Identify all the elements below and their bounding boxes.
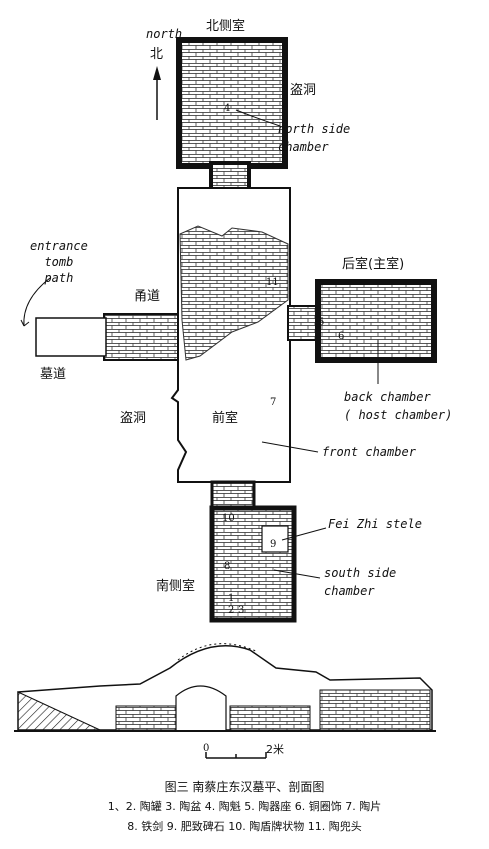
item-number-11: 11 <box>266 277 279 288</box>
item-number-8: 8 <box>224 561 231 572</box>
figure-legend-line-1: 1、2. 陶罐 3. 陶盆 4. 陶魁 5. 陶器座 6. 铜圈饰 7. 陶片 <box>107 800 382 813</box>
north-side-chamber-label-en: north side chamber <box>278 122 351 154</box>
figure-caption-title: 图三 南蔡庄东汉墓平、剖面图 <box>164 780 325 794</box>
figure-legend-line-2: 8. 铁剑 9. 肥致碑石 10. 陶盾牌状物 11. 陶兜头 <box>127 820 362 833</box>
fei-zhi-stele-label: Fei Zhi stele <box>328 517 422 531</box>
front-chamber-label-en: front chamber <box>322 445 416 459</box>
leader-lines <box>20 109 379 579</box>
north-side-chamber <box>176 37 288 193</box>
item-number-2: 2 <box>228 605 235 616</box>
item-number-7: 7 <box>270 397 277 408</box>
back-chamber-label-cn: 后室(主室) <box>342 257 405 272</box>
tomb-path <box>35 317 107 357</box>
item-number-4: 4 <box>224 103 231 114</box>
fei-zhi-stele-slab <box>261 525 289 553</box>
entrance-label-en: entrance tomb path <box>30 239 88 286</box>
item-number-10: 10 <box>222 513 235 524</box>
back-chamber-label-en: back chamber ( host chamber) <box>344 390 453 422</box>
passage-label: 甬道 <box>134 289 161 304</box>
front-chamber <box>170 187 291 483</box>
scale-label-two: 2米 <box>266 743 284 756</box>
north-label-en: north <box>146 27 183 41</box>
item-number-9: 9 <box>270 539 277 550</box>
south-side-chamber-label-en: south side chamber <box>324 566 397 598</box>
south-side-chamber-label-cn: 南侧室 <box>156 579 196 594</box>
north-arrow-icon <box>153 66 161 120</box>
item-number-6: 6 <box>338 331 345 342</box>
item-number-1: 1 <box>228 593 235 604</box>
entrance-passage <box>103 313 179 361</box>
back-chamber <box>315 279 437 363</box>
item-number-3: 3 <box>238 605 245 616</box>
scale-label-zero: 0 <box>203 743 210 754</box>
tomb-path-label-cn: 墓道 <box>40 367 67 382</box>
scale-bar <box>205 752 267 759</box>
robbers-hole-front-label: 盗洞 <box>120 411 147 426</box>
front-chamber-label-cn: 前室 <box>212 411 239 426</box>
item-number-5: 5 <box>318 317 325 328</box>
robbers-hole-north-label: 盗洞 <box>290 83 317 98</box>
back-passage <box>287 305 321 341</box>
section-view <box>14 643 436 732</box>
south-side-chamber <box>209 480 297 623</box>
north-side-chamber-label-cn: 北侧室 <box>206 19 246 34</box>
north-label-cn: 北 <box>150 47 164 62</box>
